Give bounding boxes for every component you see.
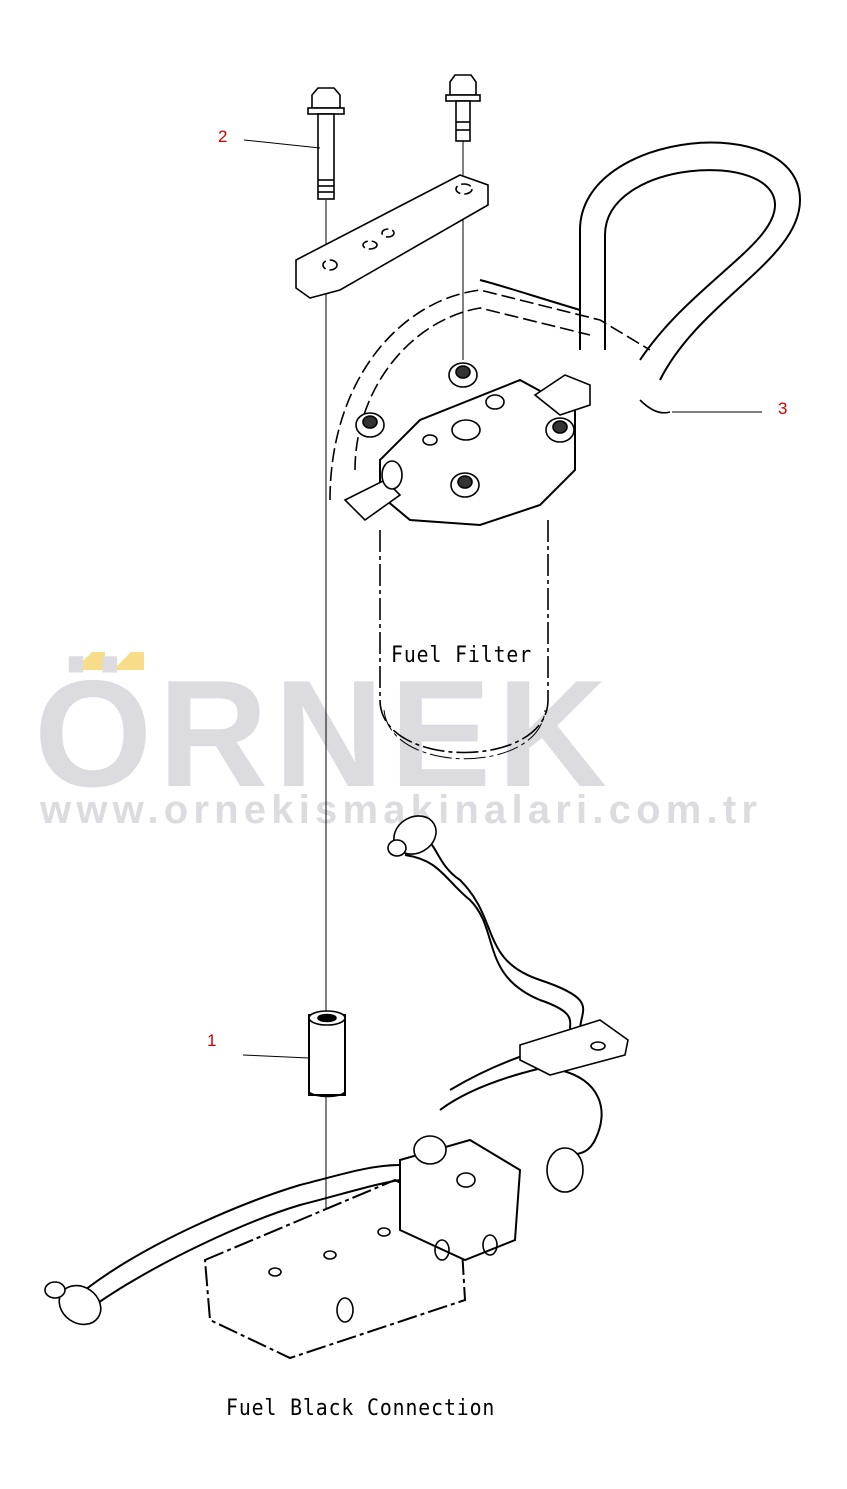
mounting-bracket xyxy=(295,174,489,299)
fuel-block-caption: Fuel Black Connection xyxy=(226,1396,496,1421)
filter-head xyxy=(343,362,591,527)
spacer-sleeve xyxy=(308,1010,346,1098)
fuel-filter-canister xyxy=(379,520,549,760)
callout-3: 3 xyxy=(778,399,788,418)
lower-fuel-hose xyxy=(387,815,603,1193)
callout-1: 1 xyxy=(207,1031,217,1050)
callout-2: 2 xyxy=(218,127,228,146)
fuel-block xyxy=(44,1135,522,1360)
fuel-hose-loop xyxy=(329,141,802,501)
leader-line-1 xyxy=(242,1054,310,1059)
leader-line-2 xyxy=(243,139,321,149)
hose-bracket xyxy=(519,1019,629,1076)
fuel-filter-label: Fuel Filter xyxy=(391,643,533,668)
hose-clamp xyxy=(639,399,671,414)
bolt-short xyxy=(445,74,481,142)
bolt-long xyxy=(307,87,345,200)
